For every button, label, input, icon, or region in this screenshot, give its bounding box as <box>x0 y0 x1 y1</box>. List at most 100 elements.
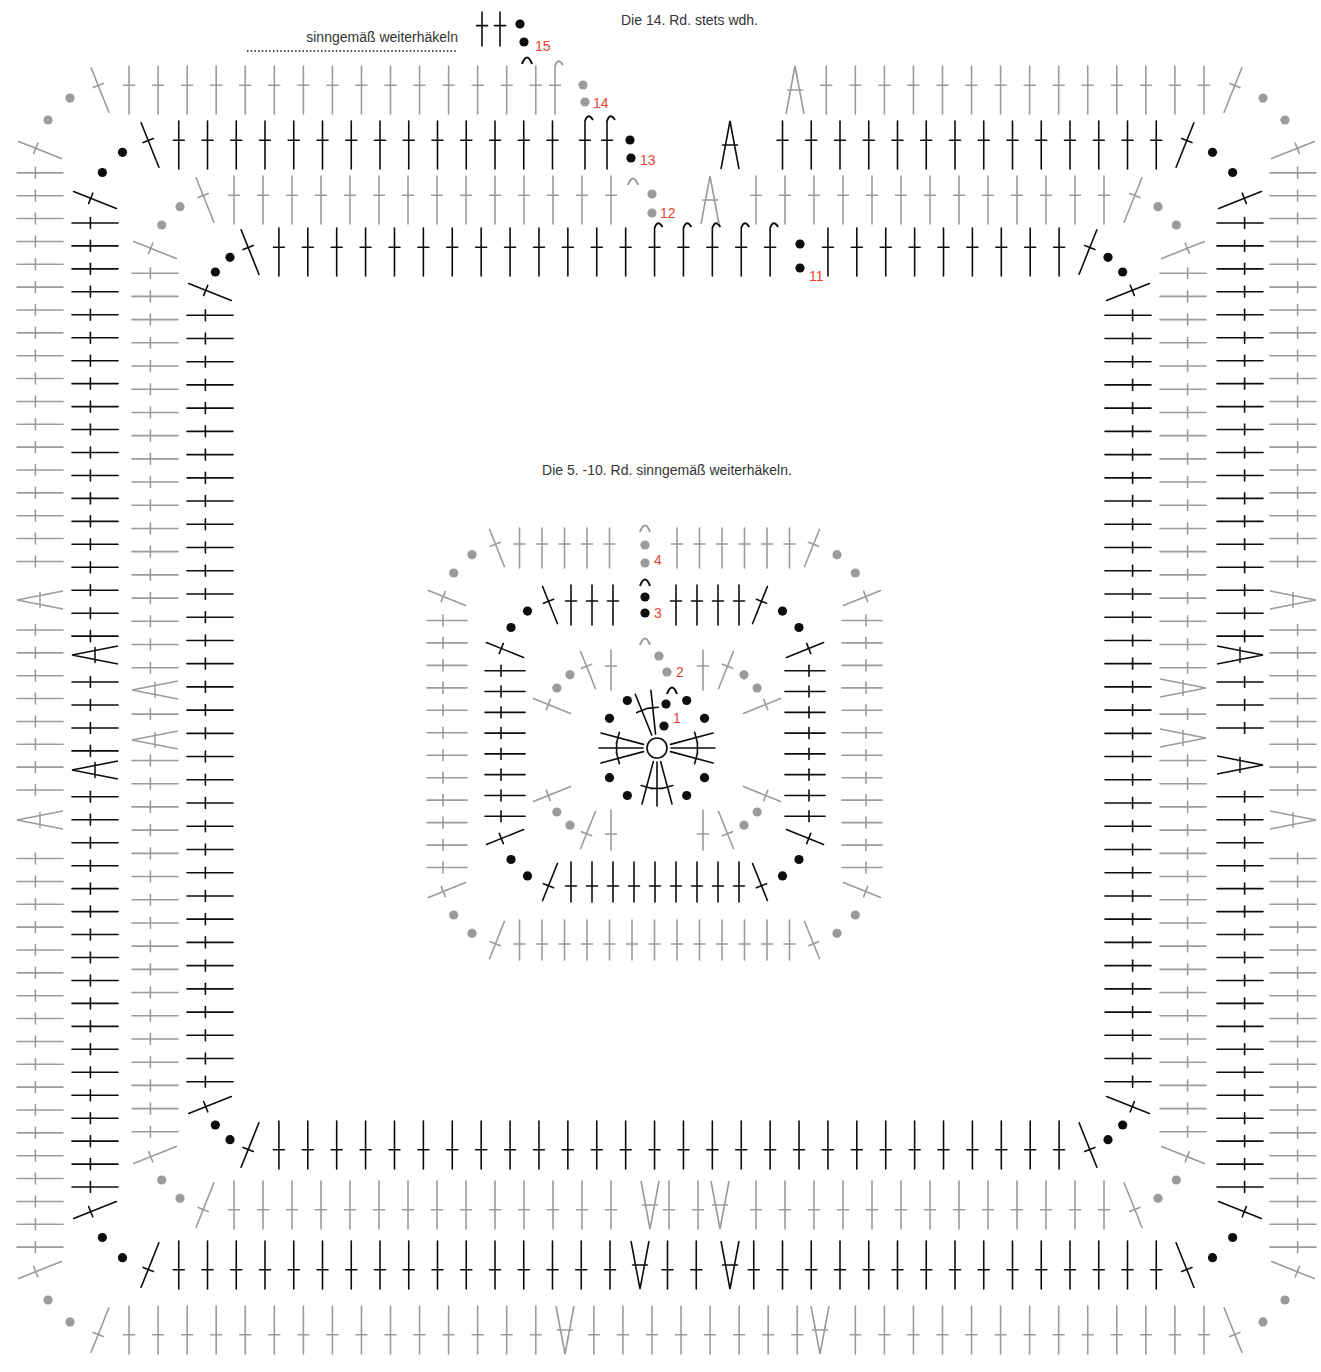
stitch-symbol <box>1124 178 1142 223</box>
symbol-stroke <box>1107 283 1150 300</box>
stitch-symbol <box>967 228 978 276</box>
stitch-symbol <box>72 1021 118 1032</box>
symbol-stroke <box>1270 446 1316 448</box>
symbol-stroke <box>187 523 233 525</box>
symbol-stroke <box>150 987 152 998</box>
stitch-symbol <box>1107 283 1150 300</box>
stitch-symbol <box>1160 337 1206 348</box>
symbol-stroke <box>229 194 240 196</box>
symbol-stroke <box>943 1121 945 1169</box>
magic-ring <box>647 738 667 758</box>
symbol-stroke <box>231 139 242 141</box>
symbol-stroke <box>695 1241 697 1289</box>
symbol-stroke <box>1297 510 1299 521</box>
symbol-stroke <box>1297 236 1299 247</box>
symbol-stroke <box>736 1149 747 1151</box>
symbol-stroke <box>937 84 948 86</box>
symbol-stroke <box>867 194 878 196</box>
stitch-symbol <box>1270 670 1316 681</box>
symbol-stroke <box>678 1149 689 1151</box>
stitch-symbol <box>1007 1241 1018 1289</box>
symbol-stroke <box>867 1209 878 1211</box>
stitch-symbol <box>671 732 714 744</box>
symbol-stroke <box>90 1159 92 1170</box>
symbol-stroke <box>822 1149 833 1151</box>
increase-symbol <box>1270 811 1316 829</box>
symbol-stroke <box>322 121 324 169</box>
stitch-symbol <box>1160 453 1206 464</box>
symbol-stroke <box>650 885 661 887</box>
symbol-stroke <box>1160 412 1206 414</box>
symbol-stroke <box>1297 465 1299 476</box>
stitch-symbol <box>1176 123 1194 168</box>
stitch-symbol <box>428 591 465 606</box>
symbol-stroke <box>90 745 92 756</box>
symbol-stroke <box>72 337 118 339</box>
stitch-symbol <box>995 66 1006 114</box>
stitch-symbol <box>1270 1196 1316 1207</box>
stitch-symbol <box>1105 449 1151 460</box>
symbol-stroke <box>1105 988 1151 990</box>
symbol-stroke <box>810 1241 812 1289</box>
stitch-symbol <box>1160 1010 1206 1021</box>
symbol-stroke <box>851 246 862 248</box>
symbol-stroke <box>1182 731 1184 746</box>
stitch-symbol <box>1217 906 1263 917</box>
chain-dot <box>832 929 841 938</box>
symbol-stroke <box>143 139 153 143</box>
stitch-symbol <box>486 830 523 845</box>
symbol-stroke <box>243 1147 253 1151</box>
stitch-symbol <box>734 862 745 902</box>
stitch-symbol <box>1160 709 1206 720</box>
stitch-symbol <box>132 894 178 905</box>
symbol-stroke <box>1187 1033 1189 1044</box>
stitch-symbol <box>403 1241 414 1289</box>
increase-legs <box>132 681 178 699</box>
stitch-symbol <box>317 1241 328 1289</box>
symbol-stroke <box>865 862 867 873</box>
stitch-symbol <box>978 121 989 169</box>
symbol-stroke <box>647 707 658 708</box>
symbol-stroke <box>1297 1173 1299 1184</box>
symbol-stroke <box>1217 291 1263 293</box>
symbol-stroke <box>132 644 178 646</box>
symbol-stroke <box>1105 825 1151 827</box>
symbol-stroke <box>851 1149 862 1151</box>
symbol-stroke <box>808 942 818 946</box>
symbol-stroke <box>1217 452 1263 454</box>
stitch-symbol <box>842 660 882 671</box>
stitch-symbol <box>1041 1181 1052 1229</box>
stitch-symbol <box>780 176 791 224</box>
symbol-stroke <box>500 769 502 780</box>
symbol-stroke <box>1270 858 1316 860</box>
symbol-stroke <box>806 139 817 141</box>
stitch-symbol <box>72 791 118 802</box>
stitch-symbol <box>562 1121 573 1169</box>
symbol-stroke <box>72 681 118 683</box>
symbol-stroke <box>518 139 529 141</box>
symbol-stroke <box>712 228 714 276</box>
stitch-symbol <box>374 1181 385 1229</box>
stitch-symbol <box>1105 542 1151 553</box>
stitch-symbol <box>1270 533 1316 544</box>
symbol-stroke <box>90 309 92 320</box>
symbol-stroke <box>1151 139 1162 141</box>
symbol-stroke <box>843 591 880 606</box>
symbol-stroke <box>403 1209 414 1211</box>
symbol-stroke <box>1244 608 1246 619</box>
stitch-symbol <box>187 449 233 460</box>
symbol-stroke <box>1105 663 1151 665</box>
symbol-stroke <box>350 1241 352 1289</box>
stitch-symbol <box>518 1241 529 1289</box>
symbol-stroke <box>1297 213 1299 224</box>
stitch-symbol <box>1105 751 1151 762</box>
stitch-symbol <box>1160 871 1206 882</box>
stitch-symbol <box>925 1181 936 1229</box>
symbol-stroke <box>1079 1123 1097 1168</box>
symbol-stroke <box>1297 1082 1299 1093</box>
increase-symbol <box>786 66 804 114</box>
symbol-stroke <box>559 943 570 945</box>
symbol-stroke <box>581 176 583 224</box>
symbol-stroke <box>1132 356 1134 367</box>
stitch-symbol <box>202 121 213 169</box>
